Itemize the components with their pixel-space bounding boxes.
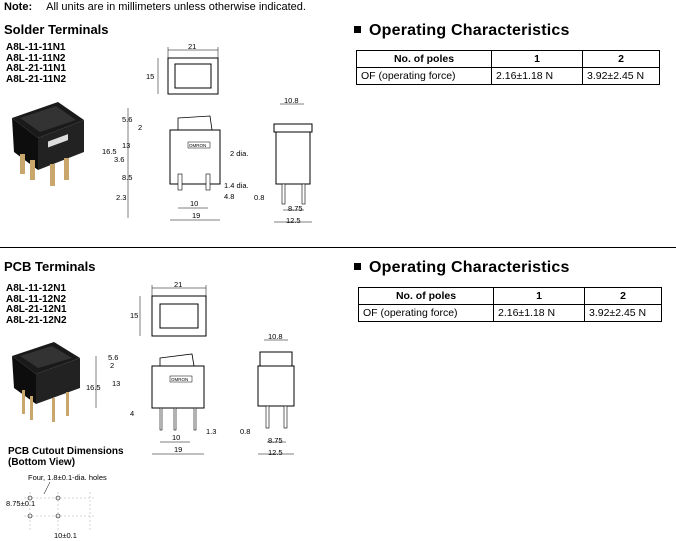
table-header: No. of poles xyxy=(358,287,494,305)
dim-16-5: 16.5 xyxy=(86,383,101,392)
table-header: 1 xyxy=(493,287,585,305)
dim-19: 19 xyxy=(174,445,182,454)
dim-8-75: 8.75 xyxy=(268,436,283,445)
dim-0-8: 0.8 xyxy=(254,193,264,202)
table-header: 2 xyxy=(582,50,660,68)
pcb-cutout-title: PCB Cutout Dimensions (Bottom View) xyxy=(8,446,124,468)
part-number: A8L-21-11N2 xyxy=(6,73,67,85)
pcb-oc-heading: Operating Characteristics xyxy=(354,259,570,277)
solder-side-view: 16.5 5.6 2 13 3.6 8.5 2.3 OMRON 2 dia. 1… xyxy=(102,108,249,221)
bullet-square-icon xyxy=(354,26,361,33)
solder-part-list: A8L-11-11N1 A8L-11-11N2 A8L-21-11N1 A8L-… xyxy=(6,42,67,85)
table-cell: OF (operating force) xyxy=(358,304,494,322)
part-number: A8L-11-12N2 xyxy=(6,293,67,305)
table-row: OF (operating force) 2.16±1.18 N 3.92±2.… xyxy=(358,304,662,322)
dim-1-4-dia: 1.4 dia. xyxy=(224,181,249,190)
part-number: A8L-21-12N1 xyxy=(6,304,67,315)
dim-10-8: 10.8 xyxy=(268,332,283,341)
bullet-square-icon xyxy=(354,263,361,270)
table-cell: 2.16±1.18 N xyxy=(493,304,585,322)
dim-15: 15 xyxy=(146,72,154,81)
solder-end-view: 10.8 0.8 8.75 12.5 xyxy=(254,96,313,225)
pcb-end-view: 10.8 0.8 8.75 12.5 xyxy=(240,332,295,457)
dim-2: 2 xyxy=(110,361,114,370)
part-number: A8L-11-11N1 xyxy=(6,42,66,53)
section-divider xyxy=(0,247,676,248)
cutout-title-line1: PCB Cutout Dimensions xyxy=(8,446,124,457)
part-number: A8L-11-11N2 xyxy=(6,52,66,64)
cutout-dim-8-75: 8.75±0.1 xyxy=(6,499,35,508)
pcb-cutout-diagram: Four, 1.8±0.1-dia. holes 8.75±0.1 10±0.1 xyxy=(6,473,107,540)
solder-oc-table: No. of poles 1 2 OF (operating force) 2.… xyxy=(356,50,660,85)
table-cell: 2.16±1.18 N xyxy=(491,67,583,85)
dim-3-6: 3.6 xyxy=(114,155,124,164)
dim-10: 10 xyxy=(172,433,180,442)
dim-12-5: 12.5 xyxy=(286,216,301,225)
dim-8-75: 8.75 xyxy=(288,204,303,213)
dim-13: 13 xyxy=(112,379,120,388)
table-header-row: No. of poles 1 2 xyxy=(358,287,662,305)
dim-13: 13 xyxy=(122,141,130,150)
part-number: A8L-21-11N1 xyxy=(6,63,67,74)
dim-21: 21 xyxy=(188,42,196,51)
dim-10-8: 10.8 xyxy=(284,96,299,105)
pcb-switch-photo xyxy=(12,342,80,422)
pcb-oc-title: Operating Characteristics xyxy=(369,259,570,276)
pcb-section-title: PCB Terminals xyxy=(4,259,96,274)
solder-oc-heading: Operating Characteristics xyxy=(354,22,570,40)
dim-5-6: 5.6 xyxy=(108,353,118,362)
table-cell: OF (operating force) xyxy=(356,67,492,85)
brand-label: OMRON xyxy=(171,377,188,382)
solder-section-title: Solder Terminals xyxy=(4,22,109,37)
dim-15: 15 xyxy=(130,311,138,320)
table-header: 2 xyxy=(584,287,662,305)
pcb-oc-table: No. of poles 1 2 OF (operating force) 2.… xyxy=(358,287,662,322)
dim-4: 4 xyxy=(130,409,134,418)
note-text: All units are in millimeters unless othe… xyxy=(46,1,306,13)
dim-21: 21 xyxy=(174,280,182,289)
note: Note: All units are in millimeters unless… xyxy=(4,1,306,13)
table-cell: 3.92±2.45 N xyxy=(584,304,662,322)
dim-8-5: 8.5 xyxy=(122,173,132,182)
solder-switch-photo xyxy=(12,102,84,186)
part-number: A8L-11-12N1 xyxy=(6,283,67,294)
solder-top-view: 21 15 xyxy=(146,42,219,95)
part-number: A8L-21-12N2 xyxy=(6,314,67,326)
pcb-side-view: 16.5 5.6 2 13 4 OMRON 1.3 10 19 xyxy=(86,353,216,455)
dim-5-6: 5.6 xyxy=(122,115,132,124)
pcb-top-view: 21 15 xyxy=(130,280,207,337)
dim-4-8: 4.8 xyxy=(224,192,234,201)
dim-1-3: 1.3 xyxy=(206,427,216,436)
solder-oc-title: Operating Characteristics xyxy=(369,22,570,39)
table-cell: 3.92±2.45 N xyxy=(582,67,660,85)
dim-10: 10 xyxy=(190,199,198,208)
note-label: Note: xyxy=(4,1,33,13)
dim-0-8: 0.8 xyxy=(240,427,250,436)
dim-16-5: 16.5 xyxy=(102,147,117,156)
pcb-part-list: A8L-11-12N1 A8L-11-12N2 A8L-21-12N1 A8L-… xyxy=(6,283,67,326)
dim-19: 19 xyxy=(192,211,200,220)
table-header: No. of poles xyxy=(356,50,492,68)
brand-label: OMRON xyxy=(189,143,206,148)
dim-2-dia: 2 dia. xyxy=(230,149,248,158)
cutout-dim-10: 10±0.1 xyxy=(54,531,77,540)
dim-12-5: 12.5 xyxy=(268,448,283,457)
dim-2: 2 xyxy=(138,123,142,132)
cutout-holes-label: Four, 1.8±0.1-dia. holes xyxy=(28,473,107,482)
table-header-row: No. of poles 1 2 xyxy=(356,50,660,68)
cutout-title-line2: (Bottom View) xyxy=(8,457,76,468)
table-header: 1 xyxy=(491,50,583,68)
table-row: OF (operating force) 2.16±1.18 N 3.92±2.… xyxy=(356,67,660,85)
dim-2-3: 2.3 xyxy=(116,193,126,202)
